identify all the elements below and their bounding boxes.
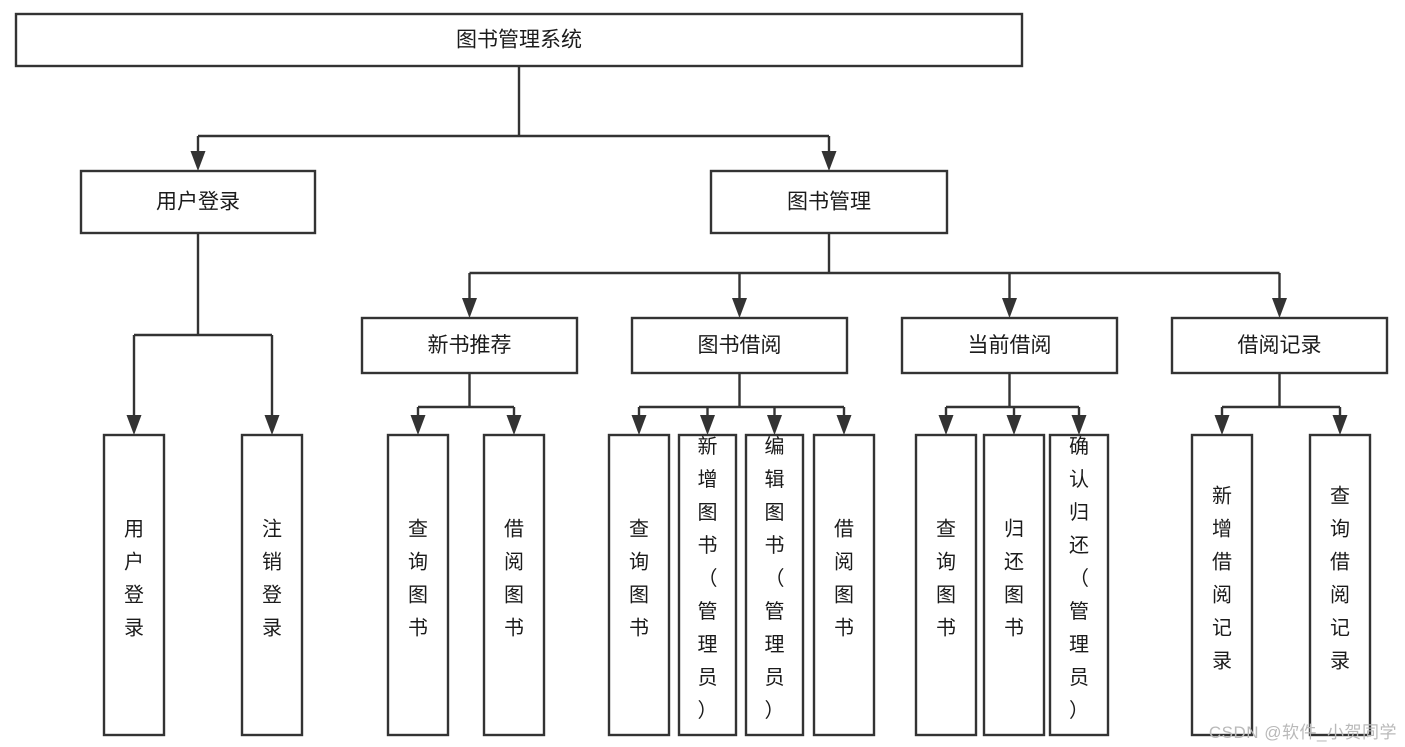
connector-group [1214,373,1348,435]
arrow-head-icon [506,415,522,435]
node-box[interactable] [1308,433,1372,737]
node-label: 图书管理系统 [456,29,582,52]
node-box[interactable] [240,433,304,737]
node-leaf-add-book-admin[interactable]: 新增图书（管理员） [677,433,738,737]
arrow-head-icon [700,415,715,435]
arrow-head-icon [190,151,206,171]
node-leaf-query-book-2[interactable]: 查询图书 [607,433,671,737]
node-book-borrow[interactable]: 图书借阅 [630,316,849,375]
node-new-book-recommend[interactable]: 新书推荐 [360,316,579,375]
arrow-head-icon [821,151,837,171]
node-box[interactable] [812,433,876,737]
arrow-head-icon [1002,298,1017,318]
node-label: 查询图书 [629,518,649,640]
node-box[interactable] [14,12,1024,68]
node-label: 注销登录 [262,518,282,640]
node-box[interactable] [79,169,317,235]
arrow-head-icon [1071,415,1087,435]
node-label: 新增图书（管理员） [698,435,718,722]
node-leaf-add-borrow-record[interactable]: 新增借阅记录 [1190,433,1254,737]
arrow-head-icon [836,415,852,435]
connector-layer [126,66,1348,435]
arrow-head-icon [1006,415,1022,435]
node-leaf-query-book-3[interactable]: 查询图书 [914,433,978,737]
node-box[interactable] [1190,433,1254,737]
node-label: 用户登录 [156,191,240,214]
arrow-head-icon [126,415,142,435]
node-label: 图书借阅 [698,334,782,357]
arrow-head-icon [462,298,477,318]
node-label: 借阅图书 [834,518,854,640]
node-label: 归还图书 [1004,518,1024,640]
node-label: 用户登录 [124,519,144,640]
node-box[interactable] [1048,433,1110,737]
node-leaf-return-book[interactable]: 归还图书 [982,433,1046,737]
node-leaf-confirm-return-admin[interactable]: 确认归还（管理员） [1048,433,1110,737]
node-borrow-record[interactable]: 借阅记录 [1170,316,1389,375]
node-box[interactable] [1170,316,1389,375]
arrow-head-icon [732,298,747,318]
node-box[interactable] [607,433,671,737]
node-layer: 图书管理系统用户登录图书管理新书推荐图书借阅当前借阅借阅记录用户登录注销登录查询… [14,12,1389,737]
node-label: 编辑图书（管理员） [765,435,785,722]
arrow-head-icon [631,415,647,435]
connector-group [126,233,280,435]
arrow-head-icon [1272,298,1287,318]
arrow-head-icon [410,415,426,435]
node-box[interactable] [982,433,1046,737]
watermark-text: CSDN @软件_小贺同学 [1208,723,1397,742]
node-box[interactable] [900,316,1119,375]
node-label: 新书推荐 [428,334,512,357]
node-leaf-query-book-1[interactable]: 查询图书 [386,433,450,737]
connector-group [462,233,1287,318]
node-label: 图书管理 [787,191,871,214]
node-box[interactable] [914,433,978,737]
node-label: 查询借阅记录 [1330,485,1350,673]
arrow-head-icon [264,415,280,435]
connector-group [631,373,852,435]
node-leaf-edit-book-admin[interactable]: 编辑图书（管理员） [744,433,805,737]
node-book-manage[interactable]: 图书管理 [709,169,949,235]
node-box[interactable] [744,433,805,737]
node-box[interactable] [709,169,949,235]
node-user-login[interactable]: 用户登录 [79,169,317,235]
connector-group [410,373,522,435]
connector-group [938,373,1087,435]
node-leaf-borrow-book-1[interactable]: 借阅图书 [482,433,546,737]
node-label: 查询图书 [408,518,428,640]
arrow-head-icon [767,415,782,435]
node-leaf-borrow-book-2[interactable]: 借阅图书 [812,433,876,737]
node-box[interactable] [630,316,849,375]
node-label: 借阅图书 [504,518,524,640]
arrow-head-icon [1214,415,1230,435]
node-label: 当前借阅 [968,334,1052,357]
connector-group [190,66,837,171]
node-label: 确认归还（管理员） [1069,435,1089,722]
node-box[interactable] [102,433,166,737]
node-label: 新增借阅记录 [1212,485,1232,673]
node-box[interactable] [482,433,546,737]
node-leaf-user-login[interactable]: 用户登录 [102,433,166,737]
arrow-head-icon [1332,415,1348,435]
node-leaf-query-borrow-record[interactable]: 查询借阅记录 [1308,433,1372,737]
node-box[interactable] [386,433,450,737]
node-root[interactable]: 图书管理系统 [14,12,1024,68]
node-label: 查询图书 [936,518,956,640]
node-leaf-logout[interactable]: 注销登录 [240,433,304,737]
node-label: 借阅记录 [1238,334,1322,357]
node-current-borrow[interactable]: 当前借阅 [900,316,1119,375]
node-box[interactable] [360,316,579,375]
node-box[interactable] [677,433,738,737]
arrow-head-icon [938,415,954,435]
